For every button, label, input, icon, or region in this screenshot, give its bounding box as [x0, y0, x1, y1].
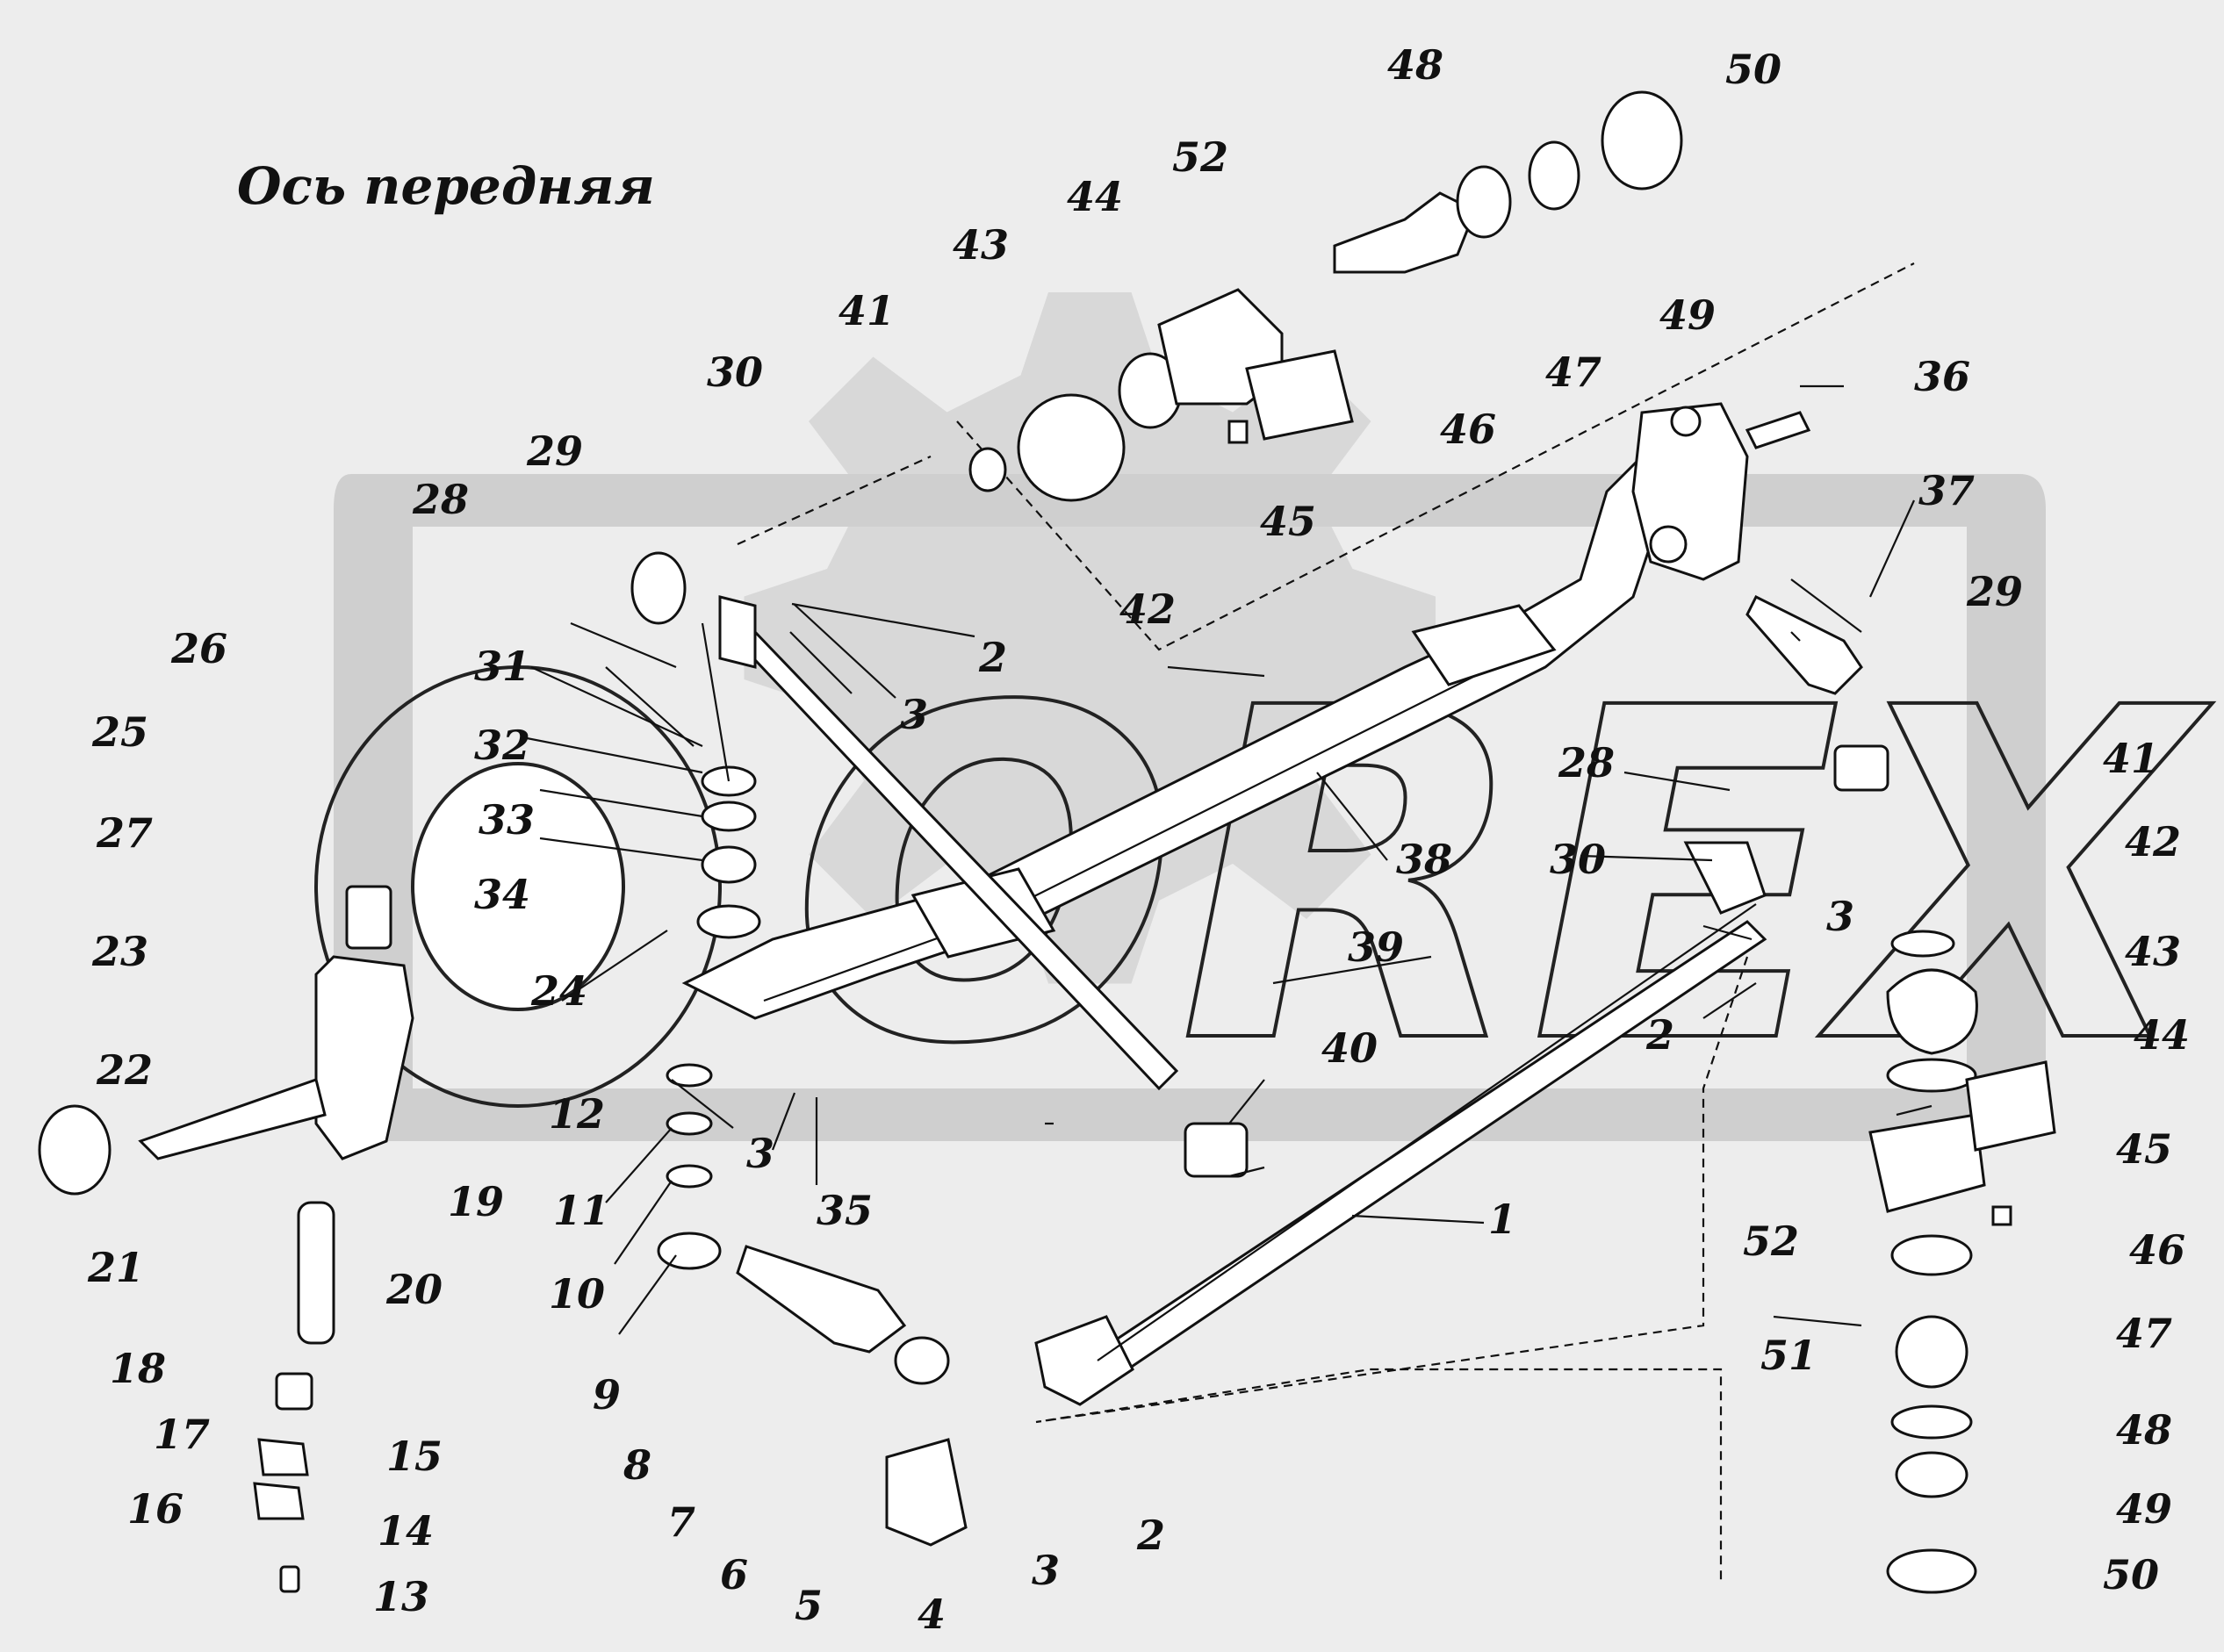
label-45-right: 45: [2116, 1125, 2172, 1173]
label-32: 32: [474, 722, 530, 769]
label-42-top: 42: [1119, 585, 1176, 633]
label-48-top: 48: [1387, 41, 1443, 89]
drag-link: [718, 595, 1179, 1091]
label-37: 37: [1918, 467, 1975, 514]
label-44-right: 44: [2134, 1011, 2190, 1059]
label-12: 12: [549, 1090, 605, 1138]
label-29-right: 29: [1966, 568, 2023, 615]
label-18: 18: [110, 1345, 166, 1392]
label-49-top: 49: [1659, 291, 1716, 339]
label-19: 19: [448, 1178, 504, 1225]
label-20: 20: [385, 1266, 443, 1313]
label-40: 40: [1321, 1024, 1378, 1072]
label-50-right: 50: [2103, 1551, 2159, 1598]
label-52-right: 52: [1743, 1217, 1799, 1265]
steering-lever-parts: [736, 1245, 968, 1547]
leader-lines: [522, 384, 1933, 1361]
steering-arm: [1745, 594, 1863, 695]
label-21: 21: [87, 1244, 144, 1291]
label-7: 7: [667, 1498, 695, 1546]
label-46-top: 46: [1440, 406, 1496, 453]
label-14: 14: [378, 1507, 434, 1555]
label-24: 24: [530, 967, 587, 1015]
right-knuckle: [1631, 402, 1811, 581]
label-49-right: 49: [2116, 1485, 2172, 1533]
label-44-top: 44: [1067, 173, 1123, 220]
dashed-guides: [737, 262, 1915, 1580]
label-30-right: 30: [1550, 836, 1606, 883]
label-30: 30: [707, 348, 763, 396]
label-35: 35: [817, 1187, 873, 1234]
label-6: 6: [720, 1551, 748, 1598]
part-number-labels: 1 2 3 4 5 6 7 8 9 10 11 12 13 14 15 16 1…: [87, 41, 2190, 1638]
label-38: 38: [1396, 836, 1452, 883]
label-25: 25: [91, 708, 148, 756]
label-2-bottom: 2: [1136, 1512, 1165, 1559]
label-46-right: 46: [2129, 1226, 2185, 1274]
label-52-top: 52: [1172, 133, 1228, 181]
label-11: 11: [553, 1187, 609, 1234]
label-16: 16: [127, 1485, 184, 1533]
tie-rod: [1034, 841, 1767, 1406]
label-42-right: 42: [2125, 818, 2181, 866]
label-15: 15: [386, 1433, 443, 1480]
label-39: 39: [1348, 923, 1404, 971]
label-27: 27: [96, 809, 153, 857]
label-47-top: 47: [1545, 348, 1601, 396]
label-50-top: 50: [1725, 46, 1781, 93]
label-17: 17: [154, 1411, 210, 1458]
label-3-bottom: 3: [1032, 1547, 1060, 1594]
label-41-top: 41: [838, 287, 895, 334]
tie-rod-end-top: [968, 90, 1683, 502]
label-45-top: 45: [1260, 498, 1316, 545]
label-1: 1: [1488, 1196, 1516, 1243]
king-pin-parts: [38, 765, 761, 1593]
label-13: 13: [373, 1573, 429, 1620]
label-2: 2: [978, 634, 1007, 681]
left-knuckle: [138, 885, 414, 1160]
label-41-right: 41: [2103, 735, 2159, 782]
label-26: 26: [170, 625, 227, 672]
tie-rod-end-right: [1868, 930, 2056, 1594]
label-3: 3: [900, 691, 928, 738]
label-22: 22: [96, 1046, 153, 1094]
label-48-right: 48: [2116, 1406, 2172, 1454]
label-33: 33: [479, 796, 535, 844]
label-23: 23: [91, 928, 148, 975]
label-4: 4: [918, 1591, 946, 1638]
label-43-top: 43: [953, 221, 1009, 269]
label-29: 29: [526, 427, 583, 475]
label-3-mid: 3: [746, 1130, 774, 1177]
label-8: 8: [623, 1441, 651, 1489]
label-31: 31: [474, 643, 530, 690]
label-28: 28: [412, 476, 469, 523]
label-5: 5: [795, 1582, 823, 1629]
label-43-right: 43: [2125, 928, 2181, 975]
label-34: 34: [474, 871, 530, 918]
label-47-right: 47: [2116, 1310, 2172, 1357]
label-51: 51: [1760, 1332, 1817, 1379]
label-28-right: 28: [1558, 739, 1615, 786]
diagram-title: Ось передняя: [237, 156, 655, 216]
label-36: 36: [1914, 353, 1970, 400]
label-9: 9: [593, 1371, 621, 1419]
label-2-right: 2: [1645, 1011, 1674, 1059]
label-10: 10: [549, 1270, 605, 1318]
label-3-right: 3: [1826, 893, 1854, 940]
